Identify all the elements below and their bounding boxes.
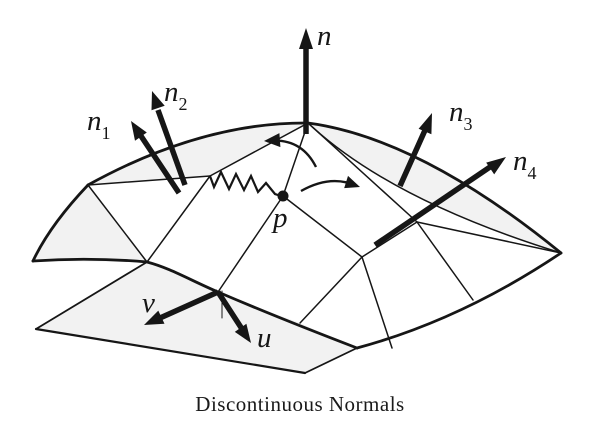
normal-arrow-n4 — [373, 157, 506, 248]
normal-arrow-n1 — [131, 121, 182, 195]
label-n4: n4 — [513, 145, 537, 183]
label-u: u — [257, 322, 272, 354]
point-p-dot — [277, 190, 289, 202]
surface-outline — [31, 121, 563, 350]
shaded-left-crescent — [88, 122, 308, 185]
label-n: n — [317, 20, 332, 52]
shaded-lower-flap — [36, 262, 357, 373]
rotation-arrow-right-icon — [300, 175, 360, 193]
label-n1: n1 — [87, 105, 111, 143]
shaded-faces — [33, 122, 561, 373]
label-v: v — [142, 287, 155, 319]
tangent-arrow-v — [144, 289, 220, 325]
label-p: p — [273, 202, 288, 234]
tangent-arrow-u — [215, 290, 251, 343]
normal-arrow-n3 — [397, 113, 432, 188]
normal-arrow-n — [299, 28, 313, 134]
label-n2: n2 — [164, 76, 188, 114]
shaded-left-triangle — [33, 185, 147, 262]
label-n3: n3 — [449, 96, 473, 134]
crease-zigzag-icon — [208, 169, 282, 198]
figure-caption: Discontinuous Normals — [195, 392, 405, 416]
normal-arrow-n2 — [151, 91, 188, 186]
rotation-arrow-left-icon — [264, 133, 318, 168]
normal-arrows — [131, 28, 506, 343]
mesh-edges — [34, 122, 562, 375]
shaded-right-crescent — [308, 123, 561, 253]
